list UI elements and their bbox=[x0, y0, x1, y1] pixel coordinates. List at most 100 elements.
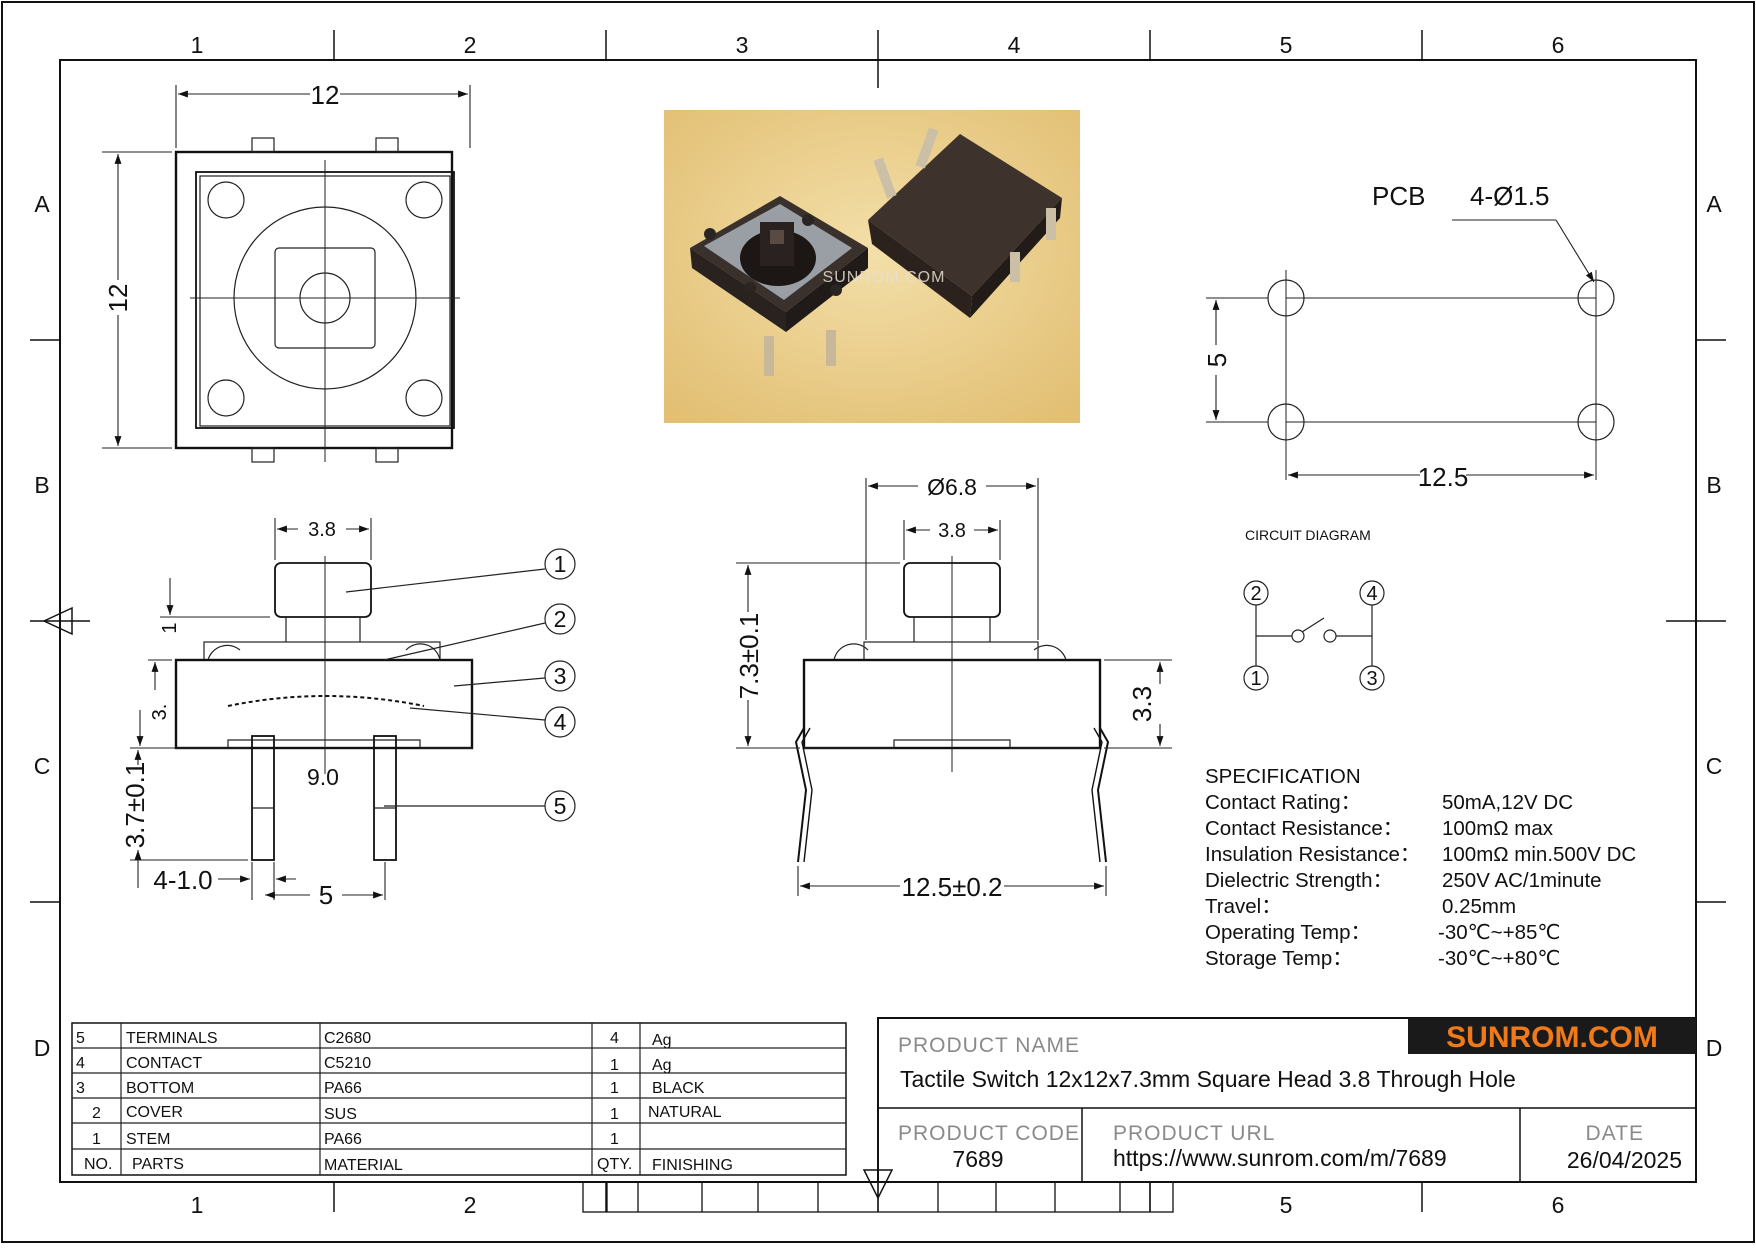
svg-text:5: 5 bbox=[1280, 32, 1293, 58]
svg-text:4: 4 bbox=[1008, 32, 1021, 58]
svg-text:1: 1 bbox=[610, 1106, 619, 1123]
svg-text:3: 3 bbox=[554, 663, 567, 689]
front-view-dimensions: Ø6.8 3.8 7.3±0.1 3.3 12.5±0.2 bbox=[734, 474, 1172, 902]
svg-text:4: 4 bbox=[1366, 583, 1377, 605]
svg-text:100mΩ min.500V DC: 100mΩ min.500V DC bbox=[1442, 843, 1636, 866]
svg-text:6: 6 bbox=[1552, 1192, 1565, 1218]
svg-text:Contact Rating：: Contact Rating： bbox=[1205, 791, 1361, 814]
svg-text:1: 1 bbox=[610, 1080, 619, 1097]
bom-row: 4 CONTACT C5210 1 Ag bbox=[76, 1055, 672, 1074]
brand-name: SUNROM.COM bbox=[1446, 1021, 1658, 1054]
svg-text:1: 1 bbox=[1250, 668, 1261, 690]
svg-text:12.5±0.2: 12.5±0.2 bbox=[901, 872, 1002, 902]
svg-text:TERMINALS: TERMINALS bbox=[126, 1030, 218, 1047]
spec-title: SPECIFICATION bbox=[1205, 765, 1361, 788]
svg-text:1: 1 bbox=[554, 551, 567, 577]
product-code-label: PRODUCT CODE bbox=[898, 1122, 1080, 1145]
svg-text:B: B bbox=[34, 472, 49, 498]
svg-text:NATURAL: NATURAL bbox=[648, 1104, 722, 1121]
svg-text:Operating Temp：: Operating Temp： bbox=[1205, 921, 1371, 944]
svg-text:2: 2 bbox=[1250, 583, 1261, 605]
row-labels-right: A B C D bbox=[1706, 191, 1723, 1061]
pcb-layout: PCB 4-Ø1.5 5 12.5 bbox=[1202, 181, 1615, 492]
svg-text:Insulation Resistance：: Insulation Resistance： bbox=[1205, 843, 1420, 866]
bom-row: 1 STEM PA66 1 bbox=[92, 1131, 619, 1148]
product-name-label: PRODUCT NAME bbox=[898, 1034, 1080, 1057]
centering-mark-left bbox=[30, 606, 90, 636]
svg-text:Ag: Ag bbox=[652, 1057, 672, 1074]
svg-text:4: 4 bbox=[76, 1055, 85, 1072]
svg-text:C5210: C5210 bbox=[324, 1055, 371, 1072]
svg-text:QTY.: QTY. bbox=[597, 1156, 632, 1173]
svg-text:SUS: SUS bbox=[324, 1106, 357, 1123]
svg-text:1: 1 bbox=[92, 1131, 101, 1148]
svg-text:2: 2 bbox=[92, 1105, 101, 1122]
svg-text:3: 3 bbox=[736, 32, 749, 58]
top-view bbox=[174, 137, 460, 463]
svg-text:5: 5 bbox=[319, 880, 333, 910]
svg-text:5: 5 bbox=[1280, 1192, 1293, 1218]
svg-text:250V AC/1minute: 250V AC/1minute bbox=[1442, 869, 1602, 892]
svg-text:5: 5 bbox=[76, 1030, 85, 1047]
svg-text:4: 4 bbox=[610, 1030, 619, 1047]
svg-text:12.5: 12.5 bbox=[1418, 462, 1469, 492]
front-view bbox=[794, 556, 1110, 863]
circuit-title: CIRCUIT DIAGRAM bbox=[1245, 527, 1371, 543]
svg-text:Ø6.8: Ø6.8 bbox=[927, 474, 977, 500]
svg-text:B: B bbox=[1706, 472, 1721, 498]
column-labels-top: 1 2 3 4 5 6 bbox=[191, 32, 1565, 58]
column-labels-bottom: 1 2 5 6 bbox=[191, 1192, 1565, 1218]
bom-header: NO. PARTS MATERIAL QTY. FINISHING bbox=[84, 1156, 733, 1174]
pcb-holes-label: 4-Ø1.5 bbox=[1470, 181, 1550, 211]
svg-text:1: 1 bbox=[159, 622, 181, 633]
svg-text:A: A bbox=[34, 191, 50, 217]
row-labels-left: A B C D bbox=[34, 191, 51, 1061]
svg-text:4-1.0: 4-1.0 bbox=[153, 865, 212, 895]
svg-text:1: 1 bbox=[191, 1192, 204, 1218]
product-code: 7689 bbox=[952, 1146, 1003, 1172]
svg-text:NO.: NO. bbox=[84, 1156, 112, 1173]
svg-text:COVER: COVER bbox=[126, 1104, 183, 1121]
photo-switch-right bbox=[868, 127, 1062, 318]
top-view-dimensions: 12 12 bbox=[102, 80, 471, 449]
svg-text:2: 2 bbox=[554, 606, 567, 632]
svg-text:CONTACT: CONTACT bbox=[126, 1055, 202, 1072]
svg-text:BLACK: BLACK bbox=[652, 1080, 705, 1097]
product-url: https://www.sunrom.com/m/7689 bbox=[1113, 1145, 1447, 1171]
svg-text:1: 1 bbox=[191, 32, 204, 58]
svg-text:6: 6 bbox=[1552, 32, 1565, 58]
svg-text:BOTTOM: BOTTOM bbox=[126, 1080, 194, 1097]
bom-row: 3 BOTTOM PA66 1 BLACK bbox=[76, 1080, 705, 1097]
svg-text:Contact Resistance：: Contact Resistance： bbox=[1205, 817, 1403, 840]
svg-text:MATERIAL: MATERIAL bbox=[324, 1157, 403, 1174]
pcb-label: PCB bbox=[1372, 181, 1425, 211]
svg-text:PA66: PA66 bbox=[324, 1131, 362, 1148]
svg-text:C: C bbox=[34, 753, 51, 779]
svg-text:1: 1 bbox=[610, 1057, 619, 1074]
svg-text:50mA,12V DC: 50mA,12V DC bbox=[1442, 791, 1573, 814]
svg-text:3.8: 3.8 bbox=[938, 520, 966, 542]
title-block: SUNROM.COM PRODUCT NAME Tactile Switch 1… bbox=[877, 1017, 1697, 1183]
svg-text:3: 3 bbox=[76, 1080, 85, 1097]
svg-text:Storage Temp：: Storage Temp： bbox=[1205, 947, 1353, 970]
brand-logo bbox=[1408, 1018, 1696, 1054]
svg-text:C: C bbox=[1706, 753, 1723, 779]
bom-row: 5 TERMINALS C2680 4 Ag bbox=[76, 1030, 672, 1049]
svg-text:FINISHING: FINISHING bbox=[652, 1157, 733, 1174]
photo-watermark: SUNROM.COM bbox=[823, 269, 946, 286]
svg-text:Ag: Ag bbox=[652, 1032, 672, 1049]
svg-text:3.7±0.1: 3.7±0.1 bbox=[120, 762, 150, 849]
specification: SPECIFICATION Contact Rating： 50mA,12V D… bbox=[1205, 765, 1636, 970]
svg-text:STEM: STEM bbox=[126, 1131, 170, 1148]
side-view bbox=[174, 556, 474, 861]
svg-text:0.25mm: 0.25mm bbox=[1442, 895, 1516, 918]
svg-text:7.3±0.1: 7.3±0.1 bbox=[734, 613, 764, 700]
svg-text:4: 4 bbox=[554, 709, 567, 735]
side-view-callouts: 1 2 3 4 5 bbox=[345, 548, 576, 822]
svg-text:PA66: PA66 bbox=[324, 1080, 362, 1097]
scale-bar bbox=[582, 1181, 1174, 1213]
side-view-dimensions: 3.8 1 3. 3.7±0.1 9.0 4-1.0 5 bbox=[120, 518, 386, 910]
svg-text:D: D bbox=[1706, 1035, 1723, 1061]
